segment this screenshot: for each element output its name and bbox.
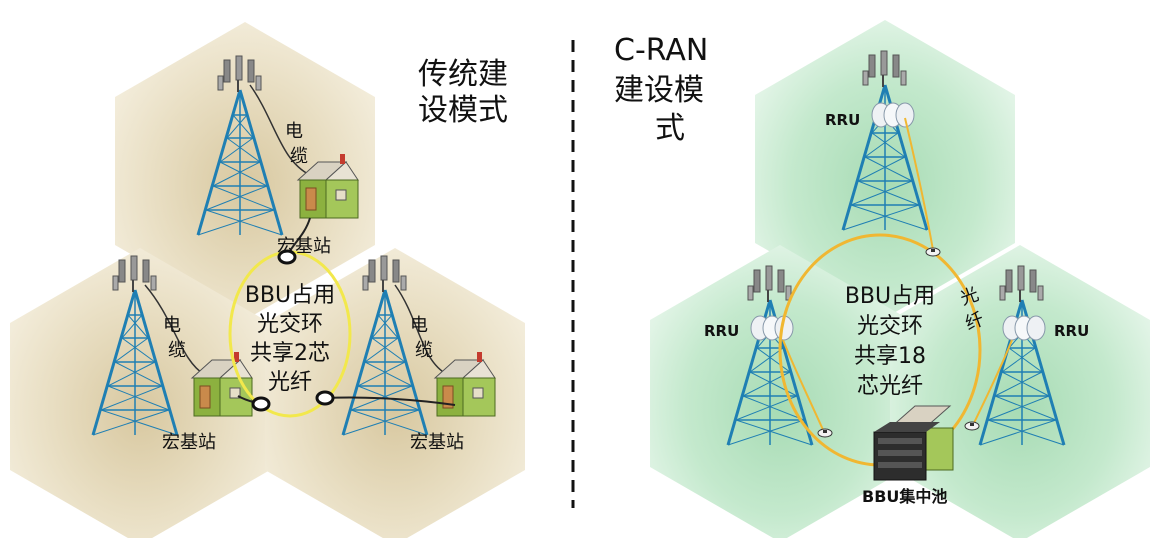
station-label: 宏基站 — [162, 432, 216, 453]
hexagon-bottom-left — [650, 245, 910, 538]
bbu-pool-icon — [873, 405, 954, 481]
right-title-line2: 建设模 — [614, 73, 704, 108]
left-title-line1: 传统建 — [418, 57, 508, 92]
ring-text-line: 光纤 — [268, 370, 312, 395]
rru-icon — [750, 315, 794, 341]
ring-text-line: BBU占用 — [245, 283, 335, 308]
bbu-pool-label: BBU集中池 — [862, 487, 947, 506]
ring-text-line: 共享18 — [854, 344, 926, 369]
connector-node — [277, 249, 297, 265]
right-panel: RRU RRU RRU 光 纤 BBU占用 光交环 共享18 芯光纤 BBU集中… — [614, 20, 1150, 538]
left-title-line2: 设模式 — [418, 93, 508, 128]
rru-label: RRU — [825, 111, 860, 129]
fiber-node-icon — [925, 247, 941, 257]
right-title-line1: C-RAN — [614, 33, 708, 68]
rru-label: RRU — [1054, 322, 1089, 340]
cable-label-char: 电 — [163, 315, 181, 336]
connector-node — [315, 390, 335, 406]
fiber-node-icon — [817, 428, 833, 438]
rru-icon — [871, 102, 915, 128]
cable-label-char: 缆 — [168, 340, 186, 361]
ring-text-line: 芯光纤 — [857, 374, 923, 399]
ring-text-line: 光交环 — [857, 314, 923, 339]
connector-node — [251, 396, 271, 412]
fiber-node-icon — [964, 421, 980, 431]
station-label: 宏基站 — [277, 236, 331, 257]
rru-icon — [1002, 315, 1046, 341]
ring-text-line: BBU占用 — [845, 284, 935, 309]
rru-label: RRU — [704, 322, 739, 340]
right-title-line3: 式 — [655, 111, 685, 146]
station-label: 宏基站 — [410, 432, 464, 453]
cable-label-char: 缆 — [290, 146, 308, 167]
cable-label-char: 电 — [285, 121, 303, 142]
cable-label-char: 缆 — [415, 340, 433, 361]
hexagon-top — [115, 22, 375, 320]
cable-label-char: 电 — [410, 315, 428, 336]
hexagon-bottom-left — [10, 248, 270, 538]
hexagon-bottom-right — [890, 245, 1150, 538]
left-panel: 电 缆 电 缆 电 缆 宏基站 宏基站 宏基站 BBU占用 光交环 共享2芯 光… — [10, 22, 525, 538]
ring-text-line: 光交环 — [257, 312, 323, 337]
ring-text-line: 共享2芯 — [250, 341, 330, 366]
